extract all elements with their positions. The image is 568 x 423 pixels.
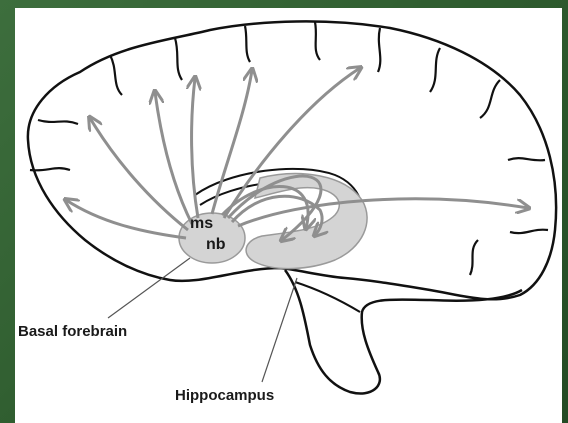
pons-line [295,282,360,312]
hippocampus-pointer [262,278,297,382]
hippocampus-label: Hippocampus [175,387,274,404]
ms-label: ms [190,215,213,233]
nb-label: nb [206,236,226,254]
basal-forebrain-label: Basal forebrain [18,323,127,340]
